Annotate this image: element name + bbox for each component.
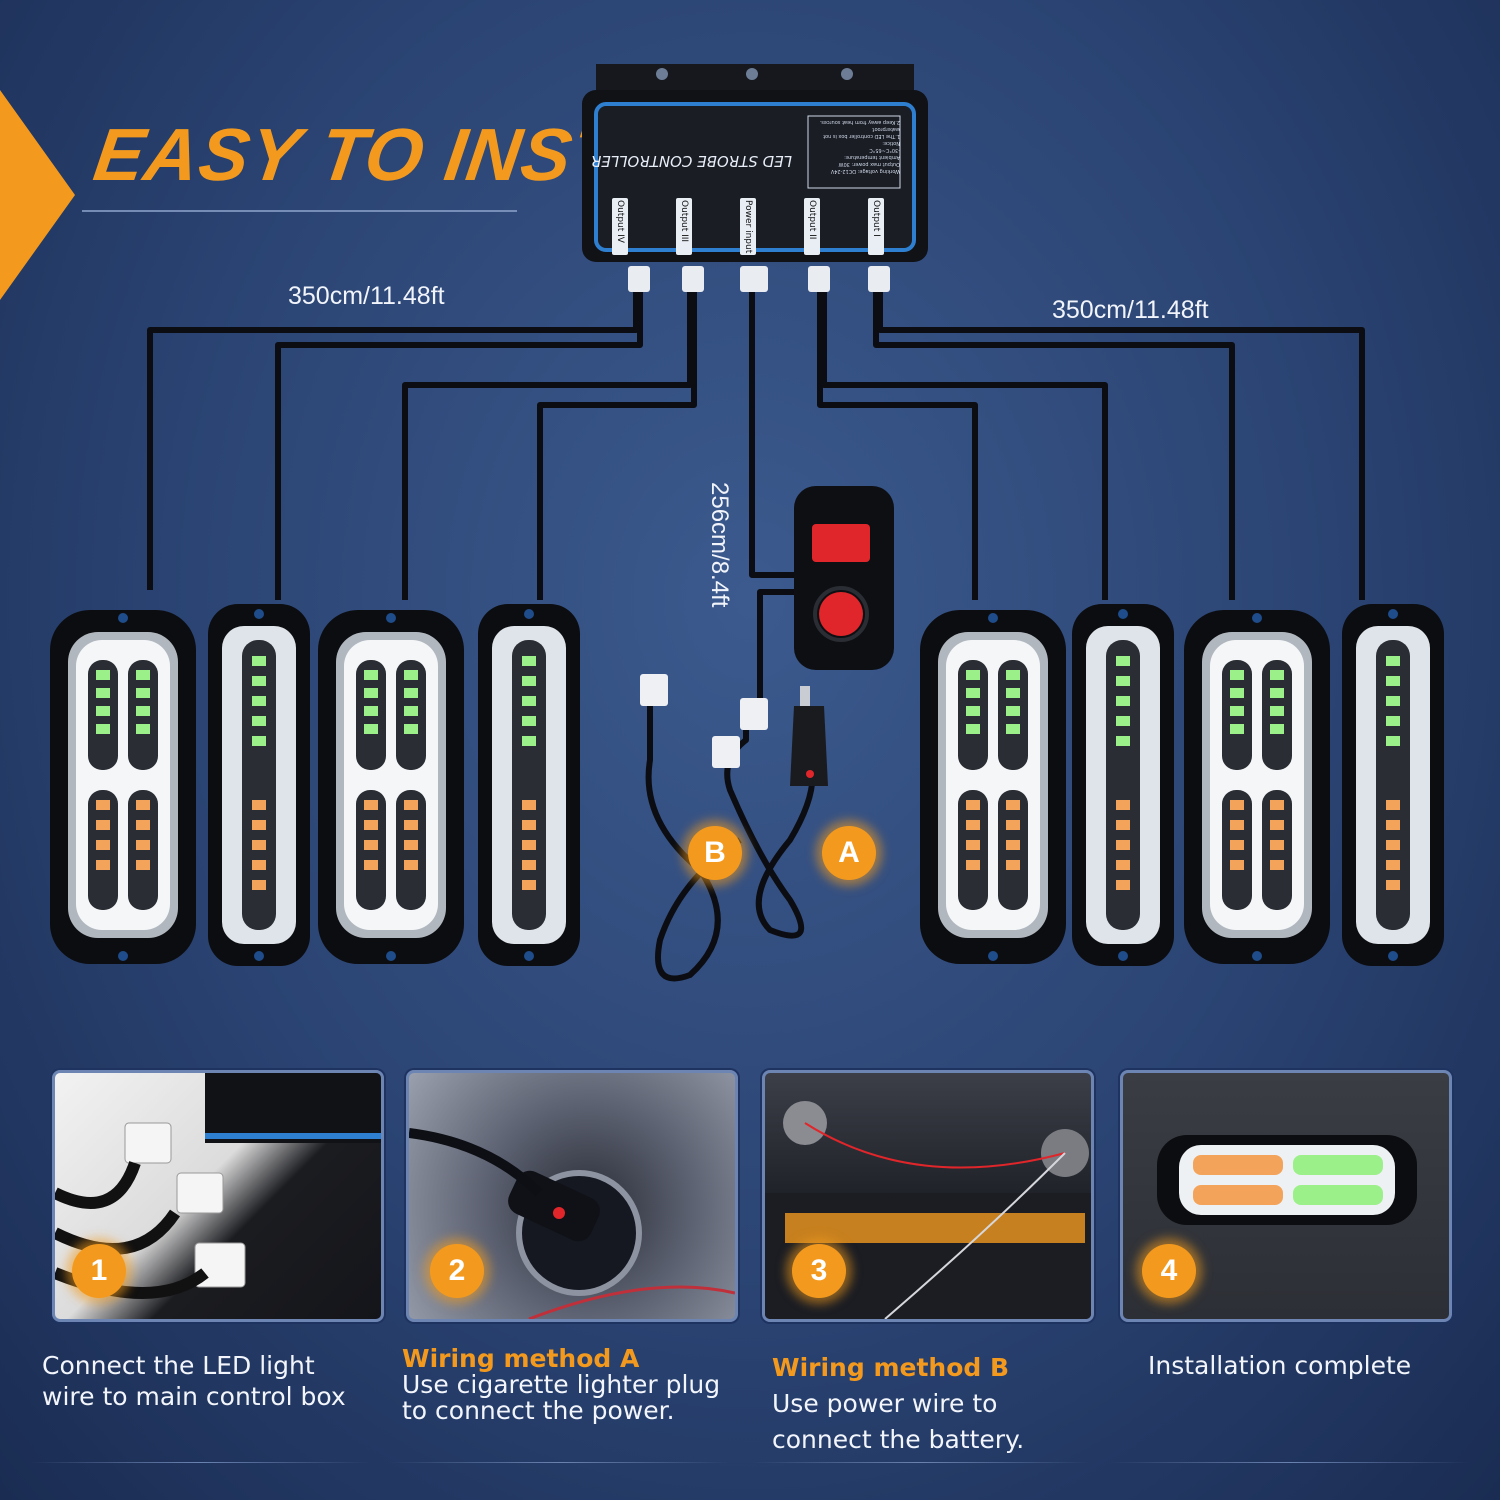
divider [1110,1462,1470,1463]
plug-connector [712,736,740,768]
caption-line: wire to main control box [42,1382,346,1411]
divider [30,1462,370,1463]
caption-heading: Wiring method A [402,1344,640,1373]
port-label: Output IV [612,198,628,256]
port-label: Output II [804,198,820,256]
strobe-controller [582,64,928,262]
step-4-photo [1120,1070,1452,1322]
plug-connector [740,698,768,730]
plug-b-badge: B [688,826,742,880]
controller-ports: Output I Output II Power input Output II… [612,198,884,256]
caption-heading: Wiring method B [772,1353,1010,1382]
rocker-switch [794,486,894,670]
right-cable-length: 350cm/11.48ft [1052,296,1209,324]
controller-specs: Working voltage: DC12-24V Output max pow… [819,119,900,174]
step-4-caption: Installation complete [1148,1350,1468,1381]
divider [750,1462,1090,1463]
caption-line: Use cigarette lighter plug [402,1370,721,1399]
step-2-photo [406,1070,738,1322]
plug-a-badge: A [822,826,876,880]
port-label: Output III [676,198,692,256]
led-lights-row [50,604,1444,966]
divider [390,1462,730,1463]
step-1-caption: Connect the LED light wire to main contr… [42,1350,382,1412]
plug-connector [640,674,668,706]
step-4-badge: 4 [1142,1244,1196,1298]
chevron-icon [0,90,75,300]
left-cable-length: 350cm/11.48ft [288,282,445,310]
power-cable-length: 256cm/8.4ft [706,482,733,608]
title-divider [82,210,517,212]
step-3-photo [762,1070,1094,1322]
caption-line: connect the battery. [772,1425,1025,1454]
caption-line: Use power wire to [772,1389,998,1418]
caption-line: to connect the power. [402,1396,675,1425]
step-3-caption: Wiring method B Use power wire to connec… [772,1350,1092,1458]
port-label: Output I [868,198,884,256]
port-label: Power input [740,198,756,256]
cigarette-lighter-plug [790,686,828,786]
step-3-badge: 3 [792,1244,846,1298]
cable-diagram [147,290,1365,982]
caption-line: Connect the LED light [42,1351,315,1380]
controller-label: LED STROBE CONTROLLER [590,152,792,170]
step-2-badge: 2 [430,1244,484,1298]
step-1-badge: 1 [72,1244,126,1298]
step-2-caption: Wiring method A Use cigarette lighter pl… [402,1346,752,1424]
controller-connectors [628,266,890,292]
caption-line: Installation complete [1148,1351,1412,1380]
